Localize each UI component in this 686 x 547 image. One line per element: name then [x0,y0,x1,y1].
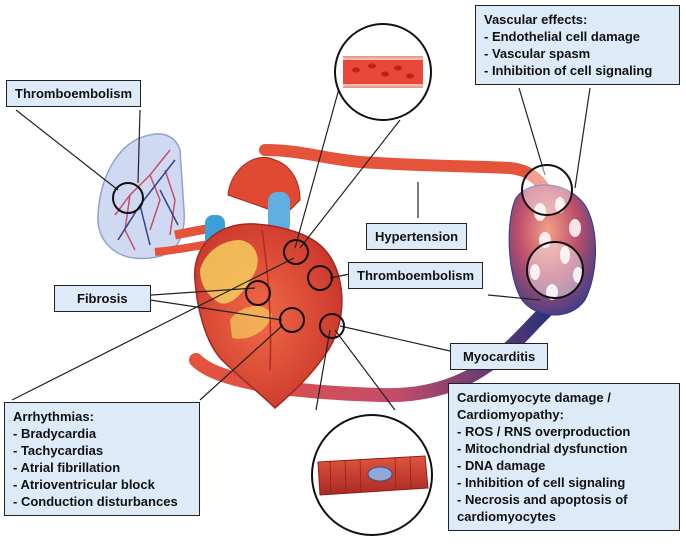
vascular-effects-box: Vascular effects: - Endothelial cell dam… [475,5,680,85]
label-text: Thromboembolism [15,86,133,101]
arrhythmias-list: - Bradycardia - Tachycardias - Atrial fi… [13,425,191,510]
list-item: - Necrosis and apoptosis of cardiomyocyt… [457,492,628,524]
arrhythmias-box: Arrhythmias: - Bradycardia - Tachycardia… [4,402,200,516]
list-item: - Bradycardia [13,426,97,441]
list-item: - Atrioventricular block [13,477,155,492]
list-item: - ROS / RNS overproduction [457,424,631,439]
label-text: Thromboembolism [357,268,475,283]
leader-lines [11,84,591,411]
heart-highlight-circle-4 [279,307,305,333]
list-item: - Conduction disturbances [13,494,178,509]
heart-highlight-circle-1 [283,239,309,265]
arrhythmias-title: Arrhythmias: [13,409,94,424]
hypertension-label: Hypertension [366,223,468,250]
lungs [97,133,185,260]
heart-highlight-circle-5 [319,313,345,339]
list-item: - Inhibition of cell signaling [484,63,653,78]
myocarditis-label: Myocarditis [450,343,549,370]
zoom-circle-blood-vessel [334,23,432,121]
heart [194,157,343,410]
thromboembolism-heart-label: Thromboembolism [348,262,484,289]
capillary-highlight-circle-2 [526,241,584,299]
capillary-highlight-circle-1 [521,164,573,216]
cardiomyocyte-box: Cardiomyocyte damage / Cardiomyopathy: -… [448,383,680,531]
list-item: - Endothelial cell damage [484,29,641,44]
label-text: Myocarditis [463,349,536,364]
list-item: - Inhibition of cell signaling [457,475,626,490]
cardiomyocyte-title: Cardiomyocyte damage / Cardiomyopathy: [457,390,611,422]
list-item: - Atrial fibrillation [13,460,121,475]
label-text: Hypertension [375,229,459,244]
vascular-effects-title: Vascular effects: [484,12,588,27]
cardiomyocyte-list: - ROS / RNS overproduction - Mitochondri… [457,423,671,525]
heart-highlight-circle-2 [307,265,333,291]
vascular-effects-list: - Endothelial cell damage - Vascular spa… [484,28,671,79]
list-item: - Mitochondrial dysfunction [457,441,628,456]
label-text: Fibrosis [77,291,128,306]
highlight-circles [112,164,584,339]
list-item: - Tachycardias [13,443,104,458]
heart-highlight-circle-3 [245,280,271,306]
list-item: - Vascular spasm [484,46,591,61]
lung-highlight-circle [112,182,144,214]
zoom-circle-cardiomyocyte [311,414,433,536]
thromboembolism-lung-label: Thromboembolism [6,80,142,107]
list-item: - DNA damage [457,458,546,473]
fibrosis-label: Fibrosis [54,285,151,312]
